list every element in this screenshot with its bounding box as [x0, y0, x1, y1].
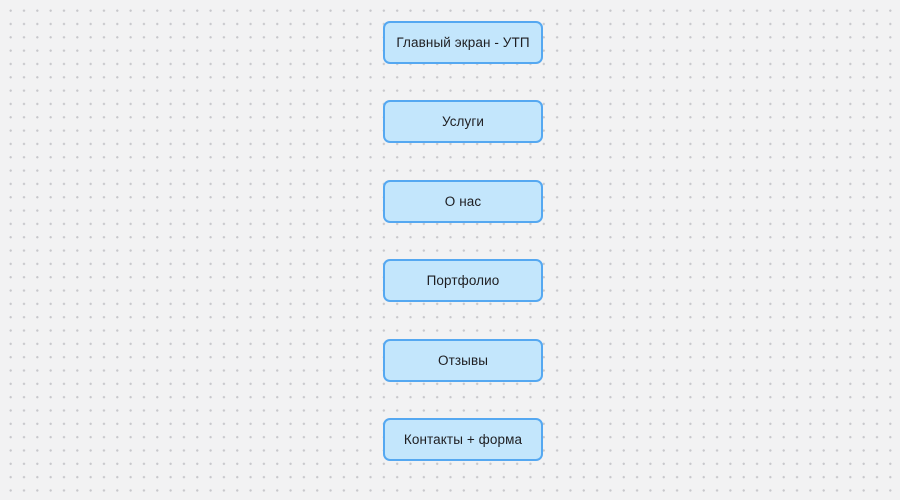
node-label: Контакты + форма	[403, 431, 523, 447]
node-label: Портфолио	[426, 272, 500, 288]
diagram-node-about-us[interactable]: О нас	[383, 180, 543, 223]
diagram-node-contacts-form[interactable]: Контакты + форма	[383, 418, 543, 461]
diagram-node-services[interactable]: Услуги	[383, 100, 543, 143]
node-label: Главный экран - УТП	[396, 34, 530, 50]
node-label: Услуги	[441, 113, 485, 129]
diagram-node-main-screen[interactable]: Главный экран - УТП	[383, 21, 543, 64]
node-label: О нас	[444, 193, 482, 209]
diagram-node-reviews[interactable]: Отзывы	[383, 339, 543, 382]
node-label: Отзывы	[437, 352, 489, 368]
diagram-node-portfolio[interactable]: Портфолио	[383, 259, 543, 302]
